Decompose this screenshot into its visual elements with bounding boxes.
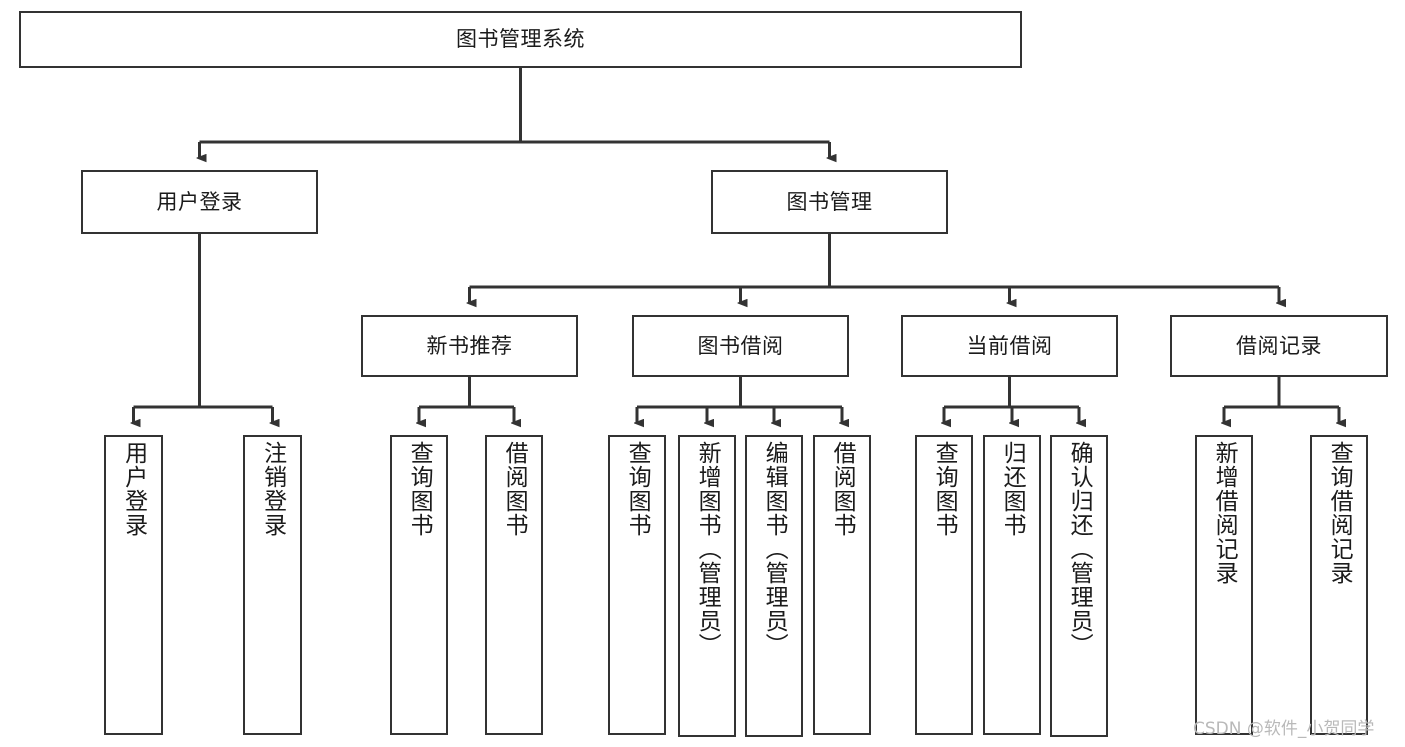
node-label: 图书借阅	[697, 333, 784, 358]
node-leaf-bb-add[interactable]: 新增图书（管理员）	[678, 435, 736, 737]
node-label: 新书推荐	[426, 333, 513, 358]
node-label: 用户登录	[156, 189, 243, 214]
node-label: 借阅图书	[829, 441, 856, 537]
node-leaf-br-query[interactable]: 查询借阅记录	[1310, 435, 1368, 735]
node-leaf-user-logout[interactable]: 注销登录	[243, 435, 302, 735]
node-book-borrow[interactable]: 图书借阅	[632, 315, 849, 377]
node-leaf-br-add[interactable]: 新增借阅记录	[1195, 435, 1253, 735]
node-label: 注销登录	[259, 441, 286, 537]
node-leaf-bb-edit[interactable]: 编辑图书（管理员）	[745, 435, 803, 737]
node-label: 查询图书	[931, 441, 958, 537]
node-current-borrow[interactable]: 当前借阅	[901, 315, 1118, 377]
node-label: 编辑图书（管理员）	[761, 441, 788, 657]
node-user-login[interactable]: 用户登录	[81, 170, 318, 234]
node-leaf-bb-borrow[interactable]: 借阅图书	[813, 435, 871, 735]
node-label: 新增图书（管理员）	[694, 441, 721, 657]
node-label: 当前借阅	[966, 333, 1053, 358]
node-label: 用户登录	[120, 441, 147, 537]
node-borrow-record[interactable]: 借阅记录	[1170, 315, 1388, 377]
node-leaf-cb-query[interactable]: 查询图书	[915, 435, 973, 735]
node-label: 借阅记录	[1236, 333, 1322, 358]
node-book-mgmt[interactable]: 图书管理	[711, 170, 948, 234]
node-new-book-rec[interactable]: 新书推荐	[361, 315, 578, 377]
node-leaf-cb-return[interactable]: 归还图书	[983, 435, 1041, 735]
node-leaf-bb-query[interactable]: 查询图书	[608, 435, 666, 735]
node-leaf-rec-borrow[interactable]: 借阅图书	[485, 435, 543, 735]
node-label: 归还图书	[999, 441, 1026, 537]
node-leaf-rec-query[interactable]: 查询图书	[390, 435, 448, 735]
node-leaf-user-login[interactable]: 用户登录	[104, 435, 163, 735]
node-label: 新增借阅记录	[1211, 441, 1238, 585]
node-label: 图书管理系统	[456, 27, 585, 52]
node-label: 图书管理	[786, 189, 873, 214]
node-label: 查询图书	[406, 441, 433, 537]
node-leaf-cb-confirm[interactable]: 确认归还（管理员）	[1050, 435, 1108, 737]
node-label: 查询借阅记录	[1326, 441, 1353, 585]
csdn-watermark: CSDN @软件_小贺同学	[1193, 719, 1375, 739]
node-label: 查询图书	[624, 441, 651, 537]
node-root[interactable]: 图书管理系统	[19, 11, 1022, 68]
node-label: 确认归还（管理员）	[1066, 441, 1093, 657]
node-label: 借阅图书	[501, 441, 528, 537]
